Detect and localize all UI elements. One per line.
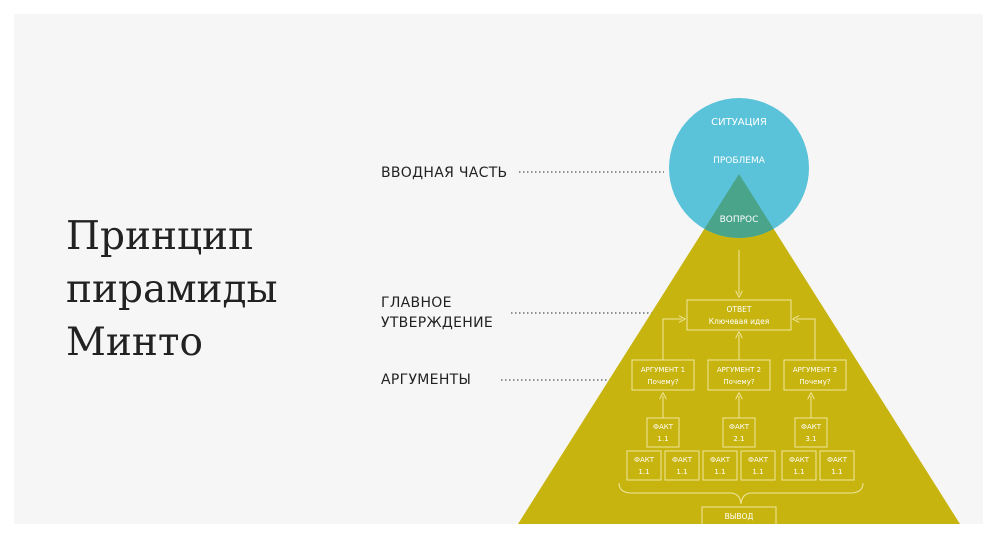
slide-title: Принцип пирамиды Минто [66, 210, 278, 369]
sub-fact-5-title: ФАКТ [789, 456, 810, 464]
label-main-line-1: ГЛАВНОЕ [381, 295, 452, 311]
circle-question: ВОПРОС [720, 215, 759, 225]
sub-fact-1-number: 1.1 [638, 468, 649, 476]
argument-box-2 [707, 359, 771, 391]
argument-box-1 [631, 359, 695, 391]
circle-problem: ПРОБЛЕМА [713, 156, 766, 166]
conclusion-box [701, 506, 777, 524]
sub-fact-box-2 [664, 450, 700, 481]
argument-3-title: АРГУМЕНТ 3 [793, 366, 837, 374]
answer-box [686, 299, 792, 331]
conclusion-label: ВЫВОД [725, 512, 754, 521]
fact-1-title: ФАКТ [653, 423, 674, 431]
pyramid-diagram: СИТУАЦИЯ ПРОБЛЕМА ВОПРОС ОТВЕТ Ключевая … [501, 98, 960, 524]
sub-fact-3-number: 1.1 [714, 468, 725, 476]
fact-2-number: 2.1 [733, 435, 744, 443]
sub-fact-6-title: ФАКТ [827, 456, 848, 464]
intro-circle [669, 98, 809, 238]
argument-1-title: АРГУМЕНТ 1 [641, 366, 685, 374]
sub-fact-5-number: 1.1 [793, 468, 804, 476]
fact-3-title: ФАКТ [801, 423, 822, 431]
sub-fact-2-number: 1.1 [676, 468, 687, 476]
slide: Принцип пирамиды Минто ВВОДНАЯ ЧАСТЬ ГЛА… [14, 14, 983, 524]
sub-fact-6-number: 1.1 [831, 468, 842, 476]
sub-fact-box-1 [626, 450, 662, 481]
argument-3-subtitle: Почему? [799, 378, 830, 386]
answer-subtitle: Ключевая идея [709, 317, 770, 326]
argument-2-title: АРГУМЕНТ 2 [717, 366, 761, 374]
title-line-1: Принцип [66, 214, 255, 259]
sub-fact-2-title: ФАКТ [672, 456, 693, 464]
label-main-line-2: УТВЕРЖДЕНИЕ [381, 315, 493, 331]
sub-fact-box-5 [781, 450, 817, 481]
conclusion-brace [618, 482, 864, 505]
sub-fact-box-4 [740, 450, 776, 481]
argument-box-3 [783, 359, 847, 391]
title-line-2: пирамиды [66, 267, 278, 312]
circle-situation: СИТУАЦИЯ [711, 117, 767, 128]
sub-fact-4-title: ФАКТ [748, 456, 769, 464]
argument-1-subtitle: Почему? [647, 378, 678, 386]
answer-title: ОТВЕТ [727, 305, 752, 314]
fact-1-number: 1.1 [657, 435, 668, 443]
sub-fact-box-6 [819, 450, 855, 481]
argument-2-subtitle: Почему? [723, 378, 754, 386]
sub-fact-3-title: ФАКТ [710, 456, 731, 464]
arrow-arg3-to-answer [796, 319, 816, 360]
label-arguments: АРГУМЕНТЫ [381, 372, 472, 388]
fact-3-number: 3.1 [805, 435, 816, 443]
fact-box-2 [722, 417, 756, 448]
fact-box-1 [646, 417, 680, 448]
sub-fact-4-number: 1.1 [752, 468, 763, 476]
sub-fact-1-title: ФАКТ [634, 456, 655, 464]
fact-2-title: ФАКТ [729, 423, 750, 431]
label-intro: ВВОДНАЯ ЧАСТЬ [381, 165, 508, 181]
title-line-3: Минто [66, 320, 203, 365]
arrow-arg1-to-answer [662, 319, 682, 360]
sub-fact-box-3 [702, 450, 738, 481]
fact-box-3 [794, 417, 828, 448]
